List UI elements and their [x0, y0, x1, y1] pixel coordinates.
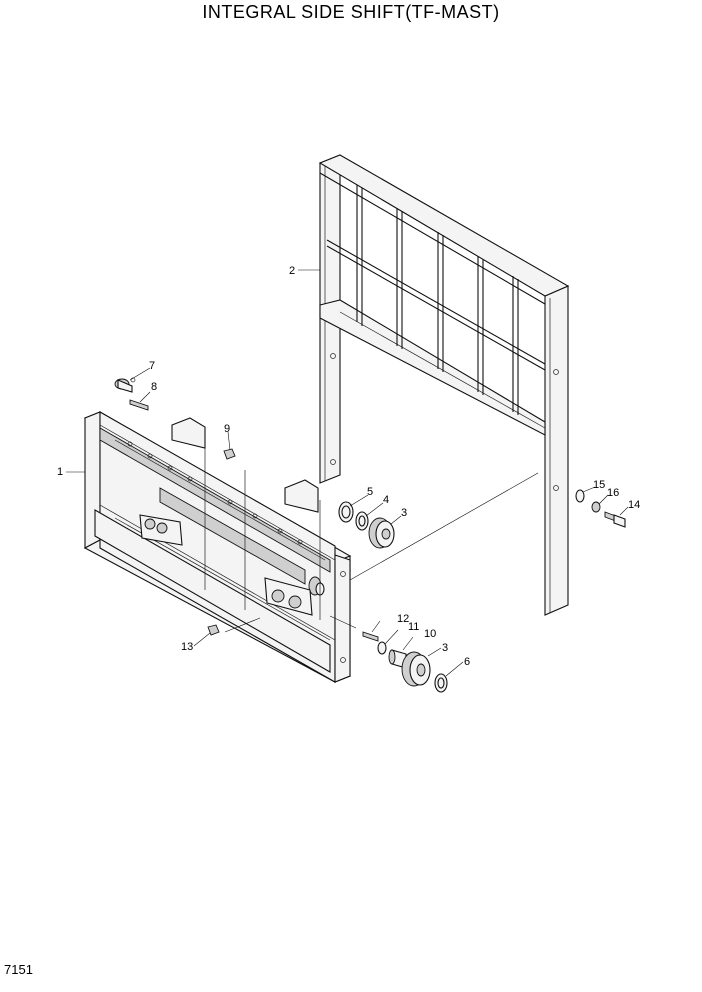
callout-3-upper: 3	[401, 507, 407, 519]
part-3-roller-lower[interactable]	[401, 651, 431, 687]
callout-4: 4	[383, 494, 389, 506]
callout-12: 12	[397, 613, 409, 625]
callout-6: 6	[464, 656, 470, 668]
callout-5: 5	[367, 486, 373, 498]
load-backrest-part[interactable]	[318, 154, 570, 616]
part-15-washer[interactable]	[575, 489, 585, 503]
part-5-washer[interactable]	[338, 501, 354, 523]
callout-11: 11	[408, 621, 419, 633]
callout-9: 9	[224, 423, 230, 435]
callout-1: 1	[57, 466, 63, 478]
part-9-nut[interactable]	[223, 448, 236, 460]
part-11-ring[interactable]	[377, 641, 387, 655]
callout-15: 15	[593, 479, 605, 491]
callout-8: 8	[151, 381, 157, 393]
page-number: 7151	[4, 962, 33, 977]
part-16-washer[interactable]	[591, 501, 601, 513]
callout-13: 13	[181, 641, 193, 653]
callout-7: 7	[149, 360, 155, 372]
callout-2: 2	[289, 265, 295, 277]
page-title: INTEGRAL SIDE SHIFT(TF-MAST)	[202, 2, 500, 22]
callout-10: 10	[424, 628, 436, 640]
callout-3-lower: 3	[442, 642, 448, 654]
side-shift-carriage-part[interactable]	[83, 411, 352, 683]
callout-14: 14	[628, 499, 640, 511]
callout-16: 16	[607, 487, 619, 499]
part-4-washer[interactable]	[355, 511, 369, 531]
part-13-nut[interactable]	[207, 624, 220, 636]
part-8-stud[interactable]	[129, 399, 149, 411]
part-6-snap-ring[interactable]	[434, 673, 448, 693]
part-7-fitting[interactable]	[114, 377, 136, 393]
part-12-pin[interactable]	[362, 631, 379, 642]
part-3-roller-upper[interactable]	[368, 517, 395, 549]
part-14-bolt[interactable]	[604, 511, 626, 528]
part-10-bushing[interactable]	[388, 649, 407, 669]
